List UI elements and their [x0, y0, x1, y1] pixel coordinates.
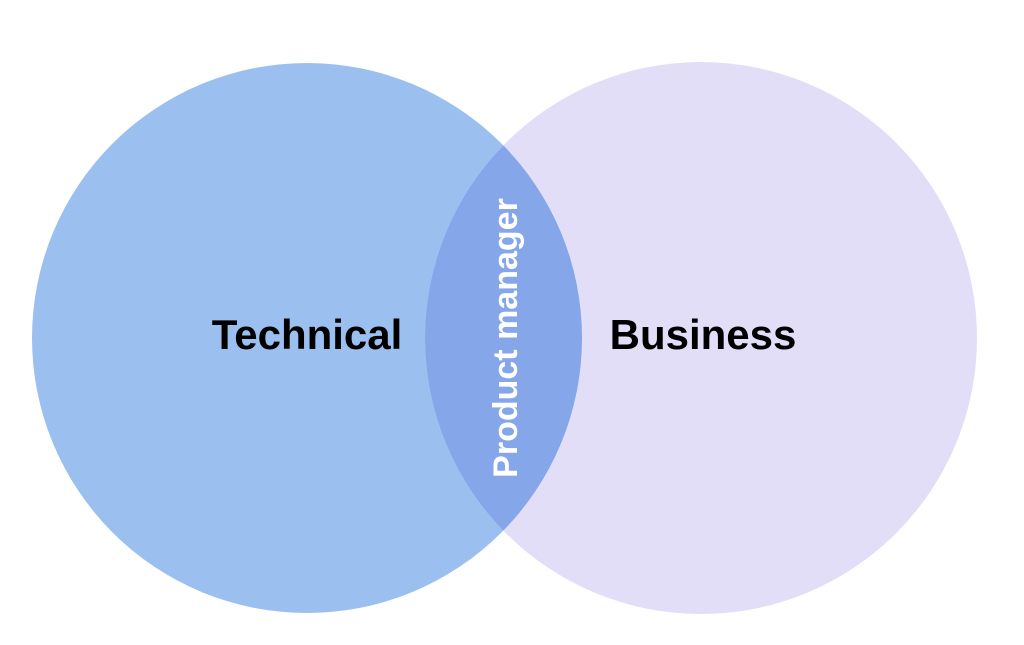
venn-label-technical: Technical — [212, 311, 403, 358]
venn-label-product-manager: Product manager — [487, 198, 525, 478]
venn-label-business: Business — [610, 311, 797, 358]
venn-circle-business — [425, 62, 977, 614]
venn-circle-technical — [32, 63, 582, 613]
